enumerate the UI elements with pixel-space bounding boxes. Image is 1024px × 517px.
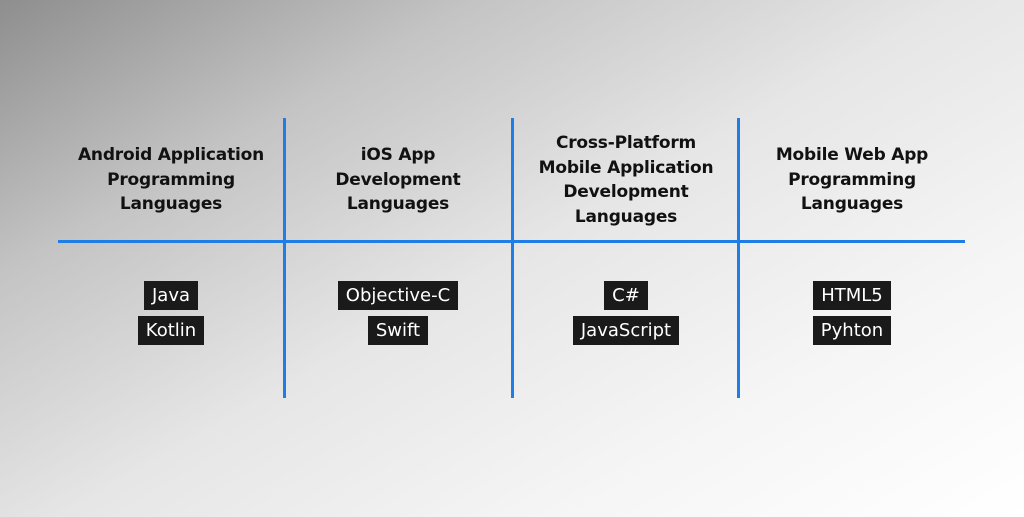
language-tag: Java bbox=[143, 281, 199, 310]
column-title: Cross-Platform Mobile Application Develo… bbox=[538, 133, 714, 227]
language-tag: HTML5 bbox=[813, 281, 891, 310]
language-tag: JavaScript bbox=[572, 316, 680, 345]
language-tag: Kotlin bbox=[137, 316, 205, 345]
column-divider-3 bbox=[737, 118, 740, 398]
language-tag: Objective-C bbox=[337, 281, 459, 310]
column-title: Android Application Programming Language… bbox=[77, 145, 265, 215]
column-divider-1 bbox=[283, 118, 286, 398]
column-divider-2 bbox=[511, 118, 514, 398]
language-tag: Pyhton bbox=[812, 316, 892, 345]
column-title: iOS App Development Languages bbox=[335, 145, 461, 215]
language-tag: C# bbox=[604, 281, 648, 310]
column-title: Mobile Web App Programming Languages bbox=[775, 145, 929, 215]
language-tag: Swift bbox=[367, 316, 429, 345]
